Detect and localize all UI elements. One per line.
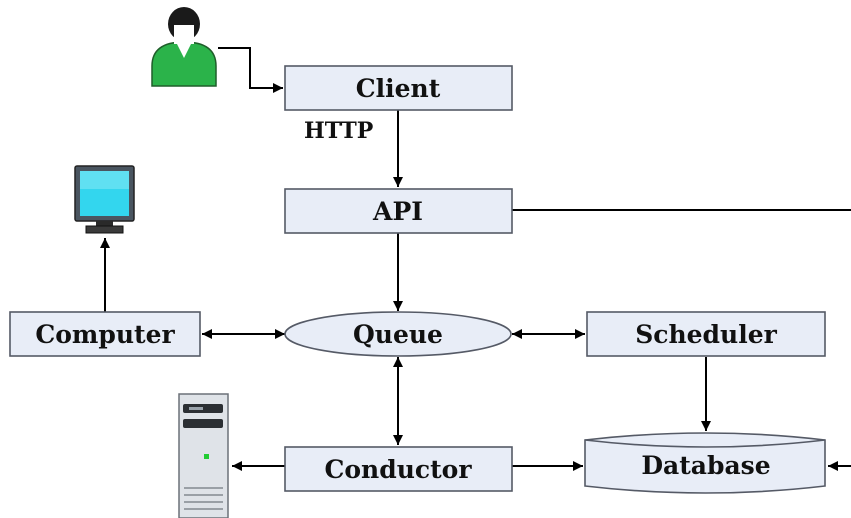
monitor-icon [74, 165, 135, 234]
api-node: API [284, 188, 513, 234]
server-tower-icon [178, 393, 229, 518]
database-node: Database [584, 432, 826, 494]
user-to-client-arrow [218, 47, 283, 93]
api-label: API [372, 197, 423, 226]
client-label: Client [356, 74, 441, 103]
conductor-label: Conductor [324, 455, 472, 484]
computer-label: Computer [35, 320, 175, 349]
connectors [100, 47, 851, 471]
computer-node: Computer [9, 311, 201, 357]
database-label: Database [641, 451, 770, 480]
conductor-node: Conductor [284, 446, 513, 492]
scheduler-node: Scheduler [586, 311, 826, 357]
client-node: Client [284, 65, 513, 111]
user-icon [151, 7, 217, 87]
http-label: HTTP [304, 118, 373, 144]
queue-label: Queue [353, 320, 443, 349]
scheduler-label: Scheduler [635, 320, 777, 349]
queue-node: Queue [284, 311, 512, 357]
